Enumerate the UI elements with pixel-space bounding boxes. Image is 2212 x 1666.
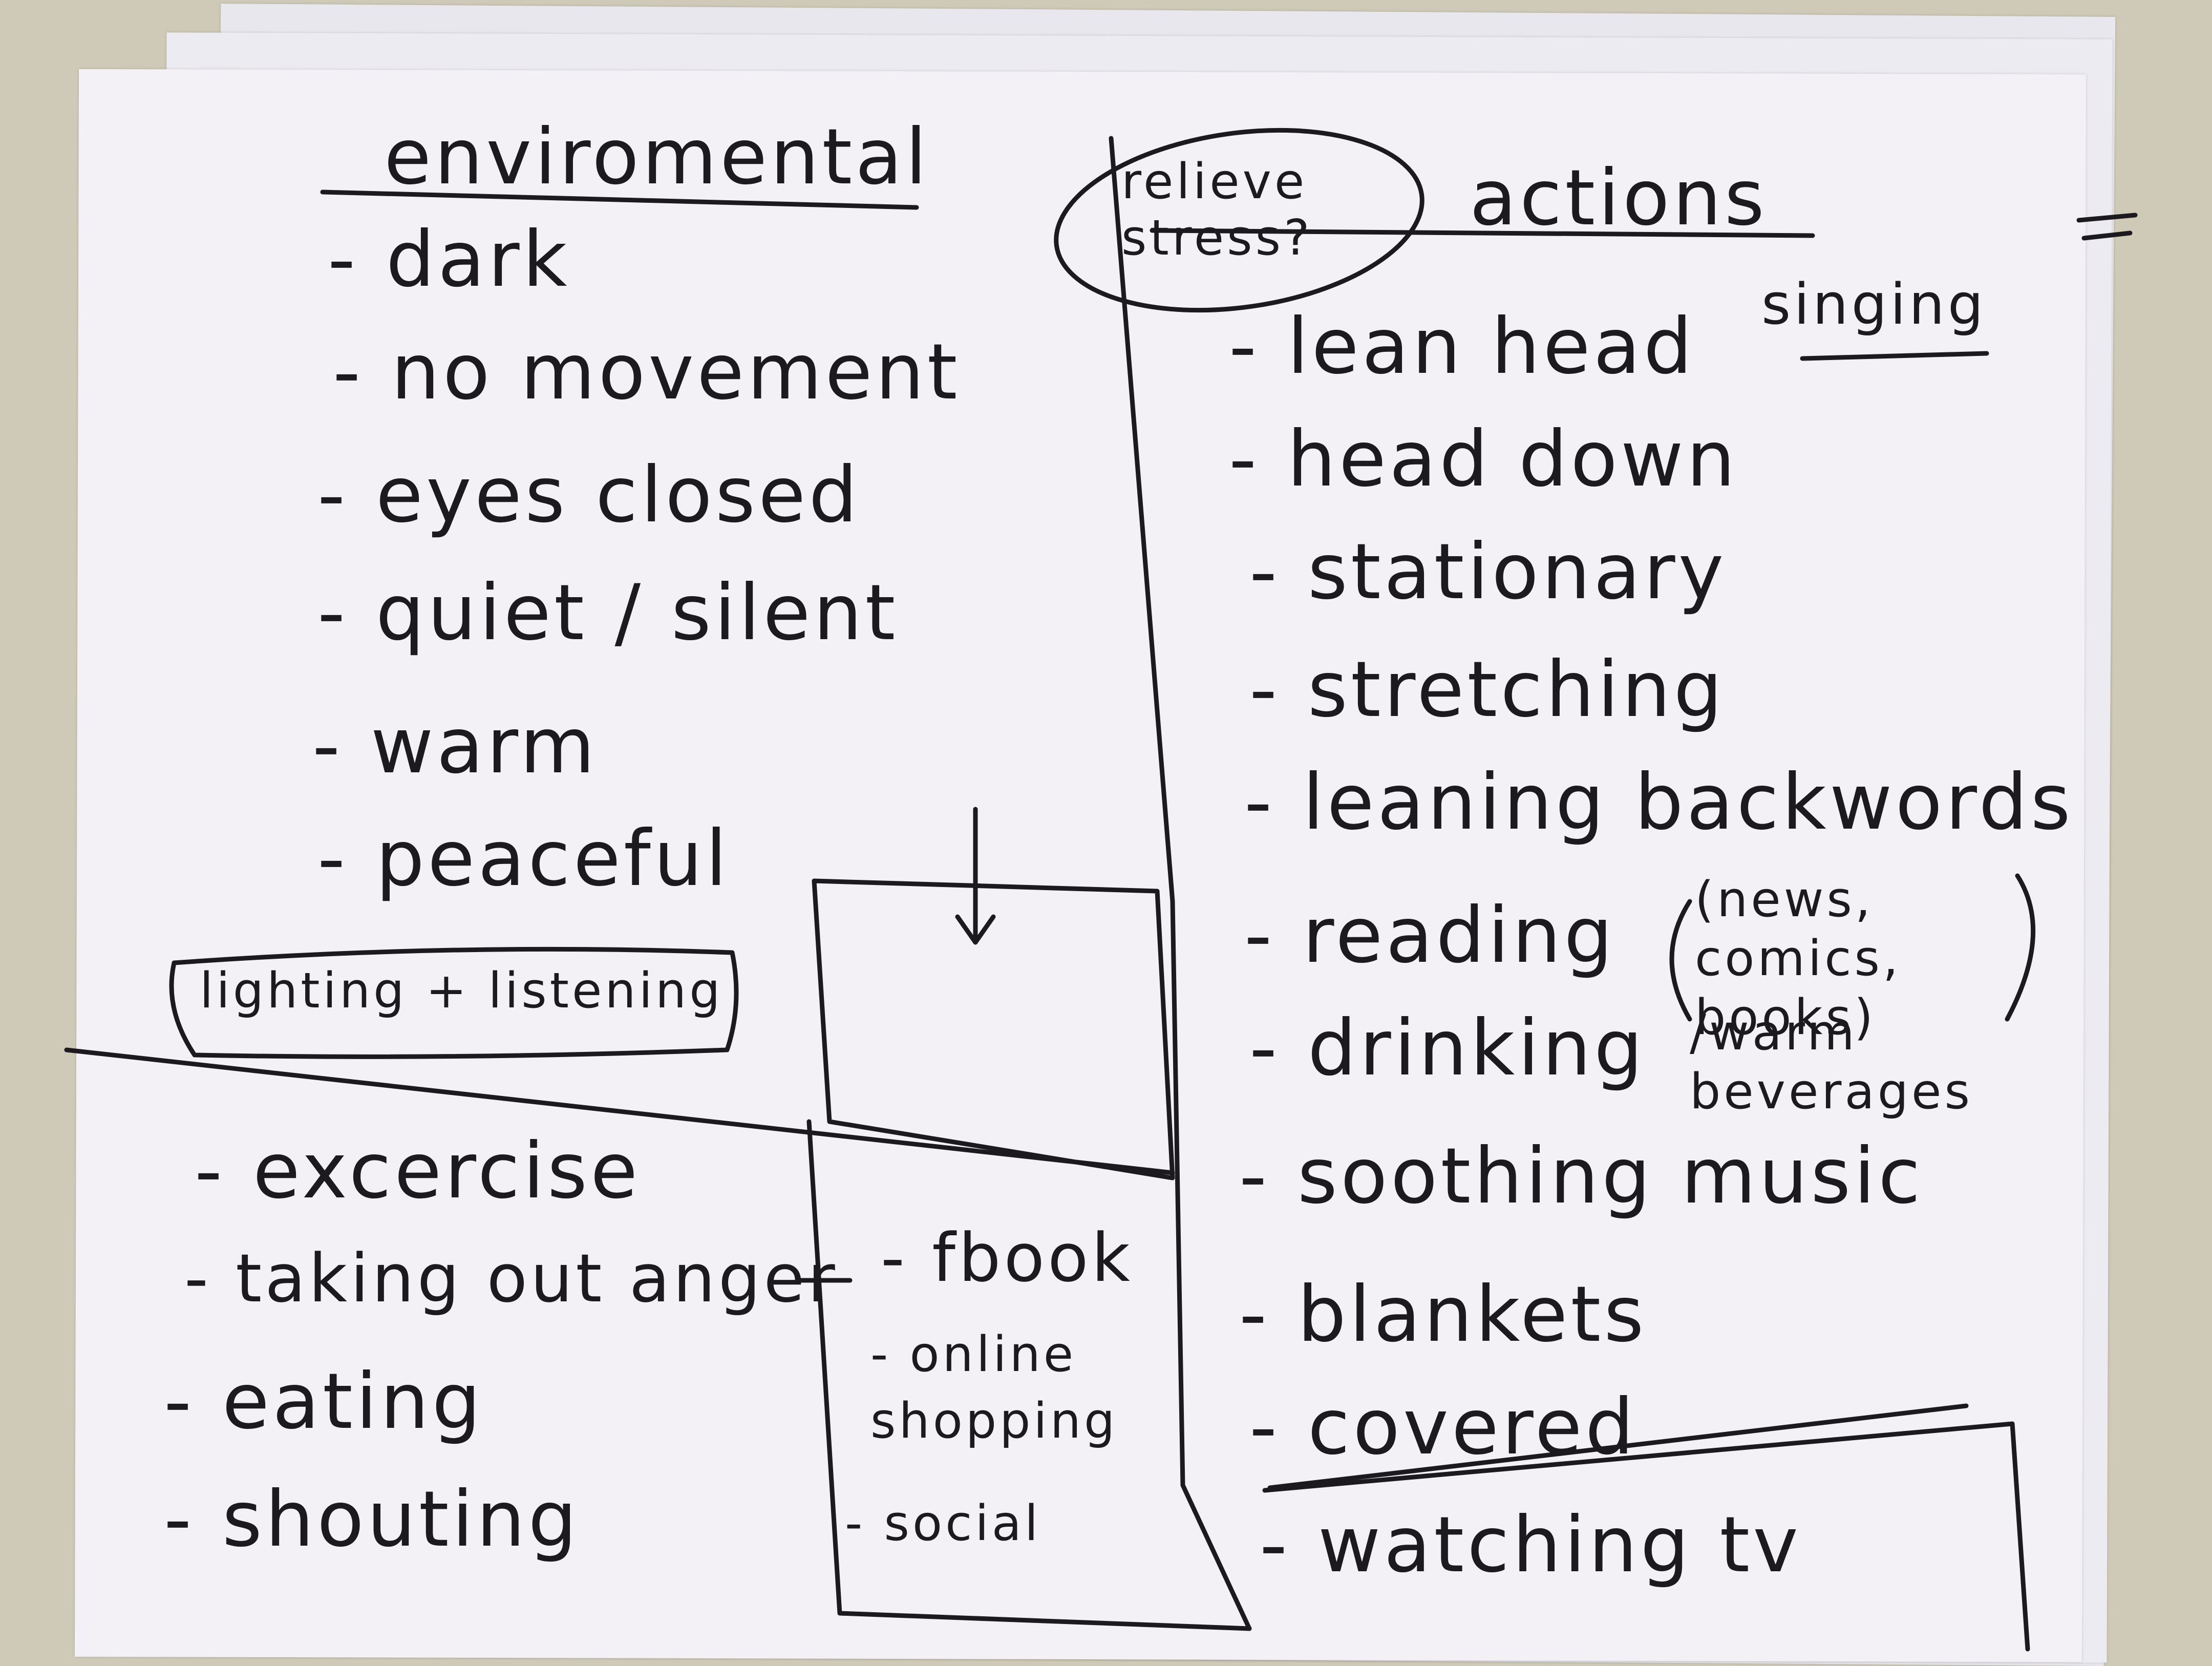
reading-bracket-open [1669, 899, 1692, 1022]
action-item: - drinking [1249, 1004, 1646, 1093]
actions-heading: actions [1470, 154, 1768, 243]
upper-box [812, 878, 1175, 1180]
environment-item: - dark [328, 215, 570, 304]
singing-note: singing [1761, 271, 1987, 337]
arrow-head [955, 914, 996, 945]
stress-behavior-item: - excercise [195, 1127, 641, 1216]
center-box-item: - social [845, 1495, 1041, 1552]
watching-tv-box [1262, 1421, 2030, 1652]
action-item: - lean head [1229, 302, 1695, 391]
lighting-listening-box [169, 946, 739, 1059]
stress-behavior-item: - eating [164, 1357, 484, 1446]
right-edge-mark-1 [2076, 213, 2138, 223]
environment-heading: enviromental [384, 113, 930, 202]
environment-item: - no movement [333, 328, 961, 417]
action-item: - covered [1249, 1383, 1637, 1472]
action-item: - reading [1244, 891, 1616, 980]
reading-detail: (news, comics, books) [1695, 872, 1902, 1046]
center-divider-line [1109, 136, 1252, 1631]
environment-item: - eyes closed [317, 451, 861, 540]
stress-behavior-item: - taking out anger [184, 1239, 838, 1317]
action-item: - head down [1229, 415, 1738, 504]
right-edge-mark-2 [2081, 230, 2133, 241]
environment-item: - peaceful [317, 814, 730, 903]
heading-underline-environment [320, 189, 919, 210]
relieve-stress-circle [1054, 128, 1424, 313]
stress-behavior-item: - shouting [164, 1475, 580, 1564]
action-item: - stationary [1249, 528, 1727, 617]
action-item: - watching tv [1260, 1501, 1801, 1590]
center-box-item: - online shopping [870, 1326, 1118, 1449]
horizontal-divider [64, 1047, 1175, 1175]
covered-underline [1267, 1403, 1969, 1490]
singing-underline [1800, 351, 1989, 361]
action-item: - soothing music [1239, 1132, 1924, 1221]
environment-item: - warm [312, 702, 598, 791]
heading-underline-actions [1150, 228, 1815, 238]
action-item: - leaning backwords [1244, 758, 2074, 847]
action-item: - blankets [1239, 1270, 1647, 1359]
environment-item: - quiet / silent [317, 568, 899, 658]
action-item: - stretching [1249, 645, 1726, 734]
center-box-item: - fbook [881, 1219, 1133, 1297]
reading-bracket-close [2005, 873, 2036, 1022]
lighting-listening-note: lighting + listening [200, 963, 724, 1019]
center-box-outline [806, 1119, 1252, 1631]
drinking-detail: /warm beverages [1690, 1005, 1973, 1120]
relieve-stress-note: relieve stress? [1121, 154, 1313, 266]
